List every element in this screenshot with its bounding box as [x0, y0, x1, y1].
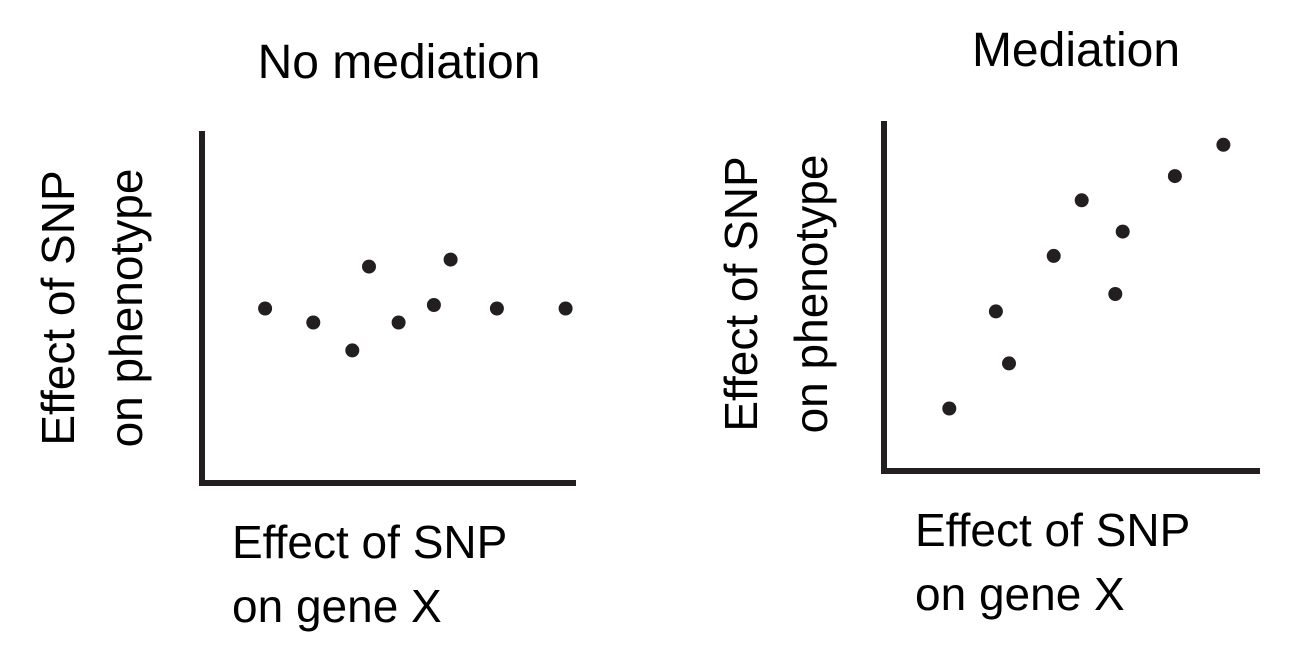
no-mediation-title: No mediation: [258, 36, 541, 89]
mediation-point-6: [1108, 287, 1123, 301]
mediation-point-5: [1074, 193, 1089, 208]
no-mediation-point-7: [443, 252, 458, 267]
no-mediation-point-6: [426, 298, 441, 312]
no-mediation-ylabel-line2: on phenotype: [100, 169, 152, 448]
no-mediation-point-9: [558, 301, 573, 316]
no-mediation-point-5: [391, 315, 406, 330]
mediation-panel: Mediation Effect of SNP on phenotype Eff…: [715, 24, 1260, 620]
mediation-point-2: [988, 304, 1003, 319]
mediation-ylabel-line1: Effect of SNP: [715, 156, 767, 431]
no-mediation-point-2: [306, 315, 321, 330]
mediation-point-9: [1216, 137, 1231, 152]
mediation-xlabel-line1: Effect of SNP: [915, 504, 1190, 556]
no-mediation-point-8: [489, 301, 504, 316]
mediation-points: [942, 137, 1231, 416]
mediation-ylabel-line2: on phenotype: [785, 155, 837, 434]
mediation-point-8: [1167, 169, 1182, 184]
mediation-axes: [881, 121, 1260, 474]
no-mediation-xlabel-line1: Effect of SNP: [232, 516, 507, 568]
no-mediation-panel: No mediation Effect of SNP on phenotype …: [32, 36, 576, 632]
mediation-point-1: [942, 401, 957, 416]
no-mediation-axes: [199, 131, 576, 486]
no-mediation-ylabel-line1: Effect of SNP: [32, 170, 84, 445]
mediation-point-4: [1046, 248, 1061, 263]
no-mediation-point-1: [258, 301, 273, 316]
no-mediation-point-3: [345, 343, 360, 358]
mediation-point-7: [1115, 224, 1130, 239]
no-mediation-point-4: [362, 259, 376, 274]
no-mediation-xlabel-line2: on gene X: [232, 580, 442, 632]
mediation-xlabel-line2: on gene X: [915, 568, 1125, 620]
no-mediation-points: [258, 252, 573, 358]
mediation-point-3: [1002, 356, 1016, 371]
mediation-title: Mediation: [972, 24, 1180, 77]
